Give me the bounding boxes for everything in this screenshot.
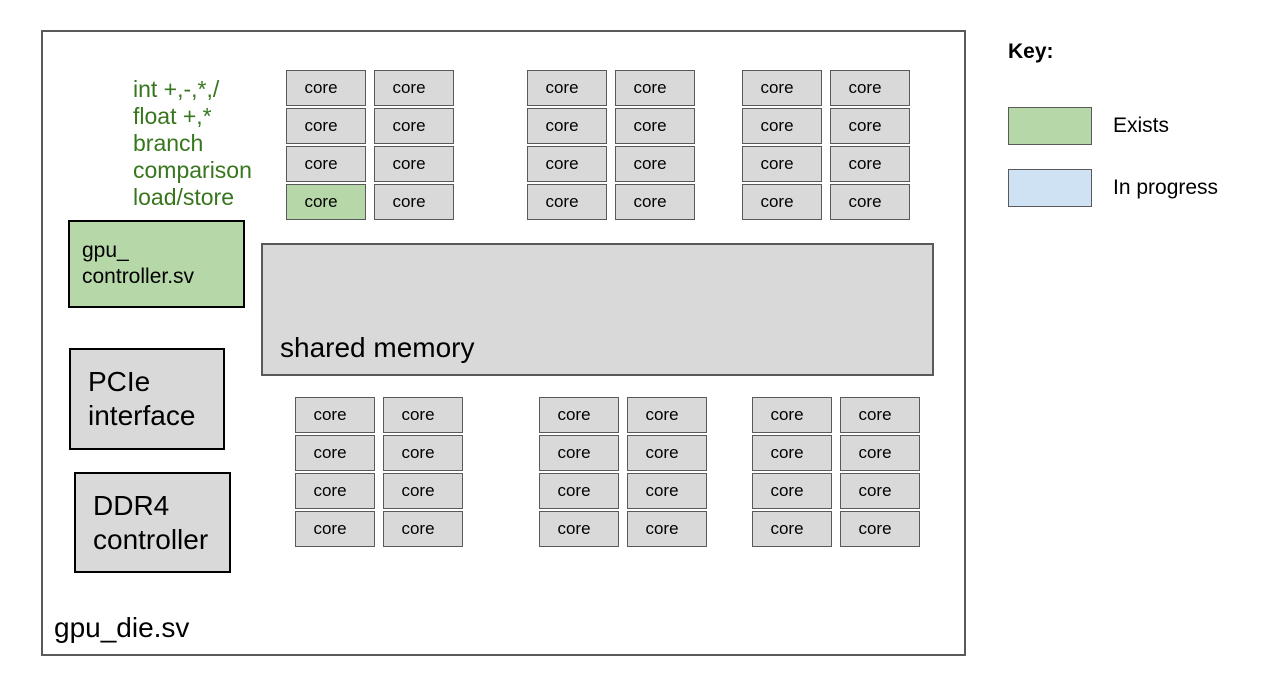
core-cell: core bbox=[742, 70, 822, 106]
core-cell: core bbox=[374, 146, 454, 182]
core-cell: core bbox=[295, 473, 375, 509]
core-cell: core bbox=[539, 435, 619, 471]
core-cell: core bbox=[627, 397, 707, 433]
key-swatch-in-progress bbox=[1008, 169, 1092, 207]
core-cell: core bbox=[615, 108, 695, 144]
core-cell: core bbox=[527, 108, 607, 144]
annotation-line: branch bbox=[133, 130, 204, 156]
gpu-controller-box: gpu_ controller.sv bbox=[68, 220, 245, 308]
key-swatch-exists bbox=[1008, 107, 1092, 145]
core-cell: core bbox=[752, 397, 832, 433]
core-cell: core bbox=[627, 435, 707, 471]
pcie-interface-box: PCIe interface bbox=[69, 348, 225, 450]
pcie-label-line: interface bbox=[88, 400, 196, 431]
core-cell: core bbox=[527, 70, 607, 106]
ddr4-controller-box: DDR4 controller bbox=[74, 472, 231, 573]
core-cell: core bbox=[295, 397, 375, 433]
annotation-line: float +,* bbox=[133, 103, 212, 129]
core-cell: core bbox=[742, 146, 822, 182]
annotation-line: comparison bbox=[133, 157, 252, 183]
core-cell: core bbox=[374, 184, 454, 220]
gpu-die-label: gpu_die.sv bbox=[54, 612, 190, 643]
gpu-die-box: int +,-,*,/ float +,* branch comparison … bbox=[41, 30, 966, 656]
core-cell: core bbox=[840, 435, 920, 471]
annotation-line: int +,-,*,/ bbox=[133, 76, 220, 102]
core-cell: core bbox=[830, 108, 910, 144]
core-cell: core bbox=[286, 70, 366, 106]
core-cell: core bbox=[840, 511, 920, 547]
key-label-exists: Exists bbox=[1113, 114, 1170, 137]
core-cell: core bbox=[539, 473, 619, 509]
core-cell: core bbox=[742, 108, 822, 144]
core-cell: core bbox=[615, 184, 695, 220]
core-cell: core bbox=[539, 397, 619, 433]
core-cell: core bbox=[742, 184, 822, 220]
gpu-controller-label-line: gpu_ bbox=[82, 239, 129, 262]
core-cell: core bbox=[615, 70, 695, 106]
core-cell: core bbox=[527, 146, 607, 182]
shared-memory-label: shared memory bbox=[280, 332, 475, 363]
gpu-controller-label-line: controller.sv bbox=[82, 265, 195, 288]
core-cell: core bbox=[286, 146, 366, 182]
annotation-line: load/store bbox=[133, 184, 235, 210]
core-cell: core bbox=[374, 70, 454, 106]
core-capabilities-annotation: int +,-,*,/ float +,* branch comparison … bbox=[133, 76, 252, 211]
core-cell: core bbox=[840, 397, 920, 433]
core-cell: core bbox=[539, 511, 619, 547]
core-cell: core bbox=[374, 108, 454, 144]
core-cell: core bbox=[383, 511, 463, 547]
core-cell: core bbox=[295, 435, 375, 471]
core-cell: core bbox=[615, 146, 695, 182]
core-cell-exists: core bbox=[286, 184, 366, 220]
core-cell: core bbox=[752, 473, 832, 509]
ddr4-label-line: controller bbox=[93, 523, 209, 555]
core-cell: core bbox=[830, 184, 910, 220]
core-cell: core bbox=[752, 511, 832, 547]
core-cell: core bbox=[752, 435, 832, 471]
core-cell: core bbox=[627, 473, 707, 509]
shared-memory-box: shared memory bbox=[261, 243, 934, 376]
core-cell: core bbox=[830, 70, 910, 106]
key-title: Key: bbox=[1008, 40, 1054, 63]
core-cell: core bbox=[383, 473, 463, 509]
core-cell: core bbox=[527, 184, 607, 220]
core-cell: core bbox=[286, 108, 366, 144]
key-label-in-progress: In progress bbox=[1113, 176, 1219, 199]
core-cell: core bbox=[830, 146, 910, 182]
core-cell: core bbox=[627, 511, 707, 547]
core-cell: core bbox=[383, 435, 463, 471]
core-cell: core bbox=[383, 397, 463, 433]
core-cell: core bbox=[840, 473, 920, 509]
ddr4-label-line: DDR4 bbox=[93, 489, 170, 521]
pcie-label-line: PCIe bbox=[88, 366, 151, 397]
core-cell: core bbox=[295, 511, 375, 547]
